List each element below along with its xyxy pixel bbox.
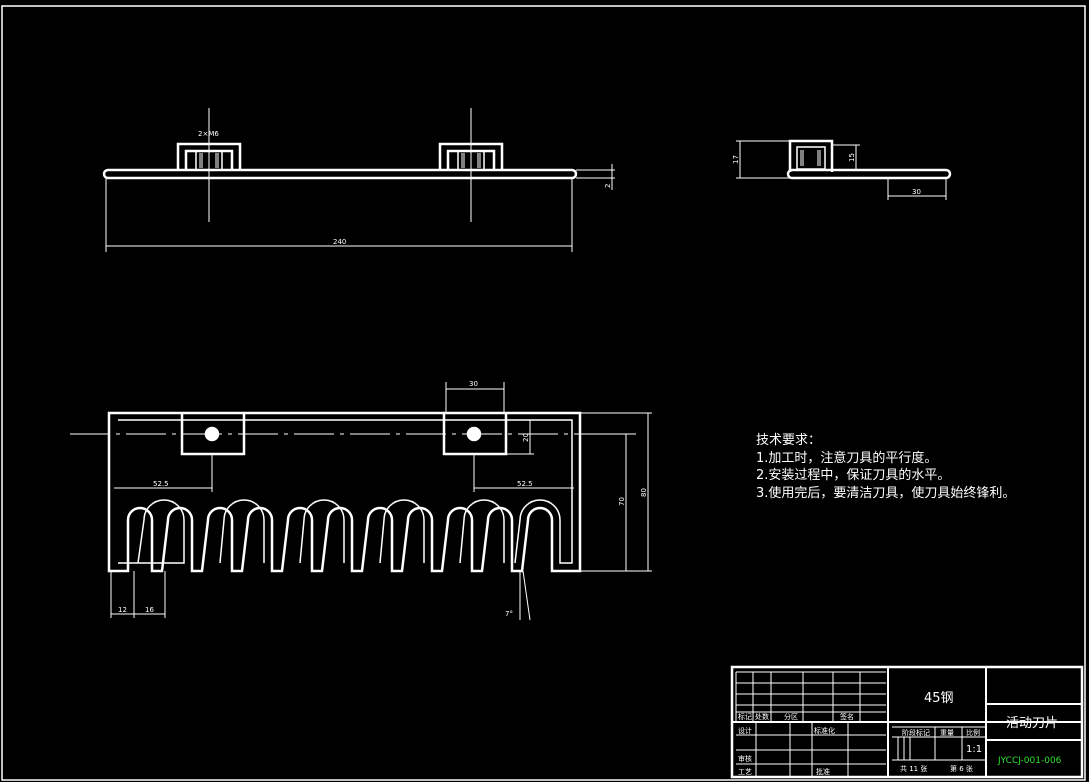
drawing-frame xyxy=(1,5,1086,781)
tb-approve: 批准 xyxy=(816,767,830,776)
dim-thickness: 2 xyxy=(604,184,612,188)
front-view xyxy=(107,411,582,573)
tb-mark: 标记 xyxy=(738,712,752,721)
front-view-dimensions xyxy=(70,382,652,621)
top-view xyxy=(102,108,615,252)
dim-right-offset: 52.5 xyxy=(517,480,533,488)
tb-zone: 分区 xyxy=(784,712,798,721)
dim-side-inner: 15 xyxy=(848,153,856,162)
dim-left-offset: 52.5 xyxy=(153,480,169,488)
tb-scale: 1:1 xyxy=(966,744,982,755)
dim-slot-depth: 20 xyxy=(522,433,530,442)
tb-weight: 重量 xyxy=(940,729,954,737)
dim-side-height: 17 xyxy=(732,155,740,164)
tb-sheet-no: 第 6 张 xyxy=(950,764,973,773)
tb-drawing-number: JYCCJ-001-006 xyxy=(997,756,1062,766)
tb-stage-mark: 阶段标记 xyxy=(902,728,930,737)
dim-side-width: 30 xyxy=(912,188,921,196)
tb-sheets-total: 共 11 张 xyxy=(900,764,927,773)
side-view-plate xyxy=(786,168,952,180)
tb-ratio: 比例 xyxy=(966,728,980,737)
blade-inner-outline xyxy=(118,419,573,564)
dim-slot-width: 30 xyxy=(469,380,478,388)
blade-outline xyxy=(107,411,582,573)
tb-design: 设计 xyxy=(738,726,752,735)
title-block-labels: 标记 处数 分区 签名 设计 标准化 审核 工艺 批准 阶段标记 重量 比例 共… xyxy=(738,712,980,776)
tb-standardization: 标准化 xyxy=(814,726,835,735)
side-view xyxy=(736,139,952,200)
dim-height-inner: 70 xyxy=(618,497,626,506)
technical-requirements: 技术要求： 1.加工时，注意刀具的平行度。 2.安装过程中，保证刀具的水平。 3.使用… xyxy=(756,432,1015,502)
top-view-plate xyxy=(102,168,578,180)
tb-count: 处数 xyxy=(755,712,769,721)
title-block xyxy=(730,665,1084,779)
tech-req-item: 3.使用完后，要清洁刀具，使刀具始终锋利。 xyxy=(756,485,1016,501)
dim-overall-length: 240 xyxy=(333,238,346,246)
dim-tooth-width: 12 xyxy=(118,606,127,614)
tb-process: 工艺 xyxy=(738,768,752,776)
tech-req-item: 1.加工时，注意刀具的平行度。 xyxy=(756,450,938,466)
side-view-bracket xyxy=(788,139,834,172)
top-view-hole-label: 2×M6 xyxy=(198,130,219,138)
tb-material: 45钢 xyxy=(924,691,954,706)
tb-review: 审核 xyxy=(738,754,752,763)
tech-req-item: 2.安装过程中，保证刀具的水平。 xyxy=(756,468,951,483)
dim-angle: 7° xyxy=(505,610,513,618)
tech-req-title: 技术要求： xyxy=(756,433,822,448)
dim-tooth-pitch: 16 xyxy=(145,606,154,614)
tb-part-name: 活动刀片 xyxy=(1006,716,1058,731)
tb-signature: 签名 xyxy=(840,712,854,721)
dim-height-total: 80 xyxy=(640,488,648,497)
